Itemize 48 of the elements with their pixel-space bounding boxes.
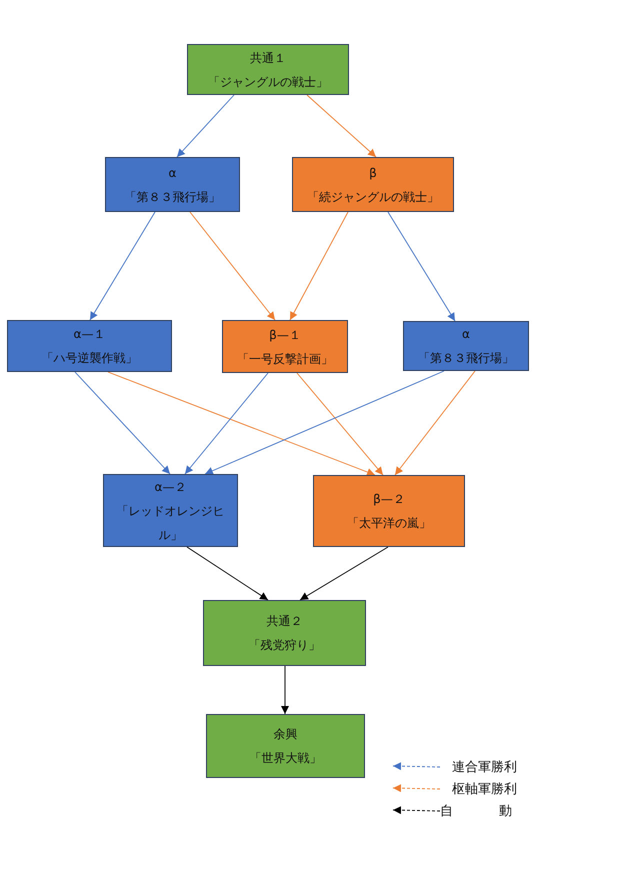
legend-text: 枢軸軍勝利 bbox=[452, 781, 517, 798]
arrow bbox=[306, 94, 376, 158]
box-heading: 共通１ bbox=[250, 50, 286, 66]
arrow bbox=[176, 94, 234, 158]
box-title: 「第８３飛行場」 bbox=[418, 350, 514, 367]
arrow bbox=[296, 372, 384, 476]
box-heading: β—１ bbox=[269, 326, 301, 344]
box-heading: α bbox=[462, 326, 470, 343]
box-title: 「世界大戦」 bbox=[250, 750, 322, 767]
box-title: 「ハ号逆襲作戦」 bbox=[42, 350, 138, 367]
box-title: 「レッドオレンジヒル」 bbox=[116, 502, 226, 544]
box-heading: 余興 bbox=[274, 726, 298, 743]
process-box bbox=[187, 44, 349, 95]
box-title: 「続ジャングルの戦士」 bbox=[307, 188, 439, 206]
box-heading: β bbox=[369, 164, 377, 182]
box-heading: β—２ bbox=[373, 491, 405, 508]
process-box bbox=[105, 157, 240, 212]
box-heading: 共通２ bbox=[266, 613, 302, 630]
arrow bbox=[74, 372, 170, 474]
arrow bbox=[186, 546, 268, 600]
arrow bbox=[90, 212, 156, 320]
box-title: 「残党狩り」 bbox=[248, 637, 320, 654]
box-title: 「太平洋の嵐」 bbox=[347, 515, 431, 532]
arrow bbox=[204, 370, 444, 474]
legend-text: 連合軍勝利 bbox=[452, 759, 517, 776]
arrow bbox=[184, 372, 268, 474]
process-box bbox=[403, 321, 529, 371]
arrow bbox=[290, 212, 348, 320]
box-title: 「ジャングルの戦士」 bbox=[208, 74, 328, 90]
legend-text: 自動 bbox=[440, 803, 558, 820]
process-box bbox=[7, 320, 172, 372]
process-box bbox=[292, 157, 454, 212]
process-box bbox=[203, 600, 366, 666]
box-heading: α bbox=[168, 164, 176, 182]
box-title: 「第８３飛行場」 bbox=[124, 188, 220, 206]
process-box bbox=[103, 474, 238, 547]
arrow bbox=[394, 370, 476, 476]
process-box bbox=[206, 714, 365, 778]
process-box bbox=[222, 320, 348, 373]
arrow bbox=[190, 212, 276, 320]
box-title: 「一号反撃計画」 bbox=[237, 350, 333, 368]
arrow bbox=[300, 546, 388, 600]
box-heading: α—１ bbox=[74, 326, 106, 343]
arrow bbox=[281, 666, 289, 714]
arrow bbox=[388, 212, 456, 322]
process-box bbox=[313, 475, 465, 547]
arrow bbox=[108, 372, 376, 476]
box-heading: α—２ bbox=[154, 478, 186, 496]
